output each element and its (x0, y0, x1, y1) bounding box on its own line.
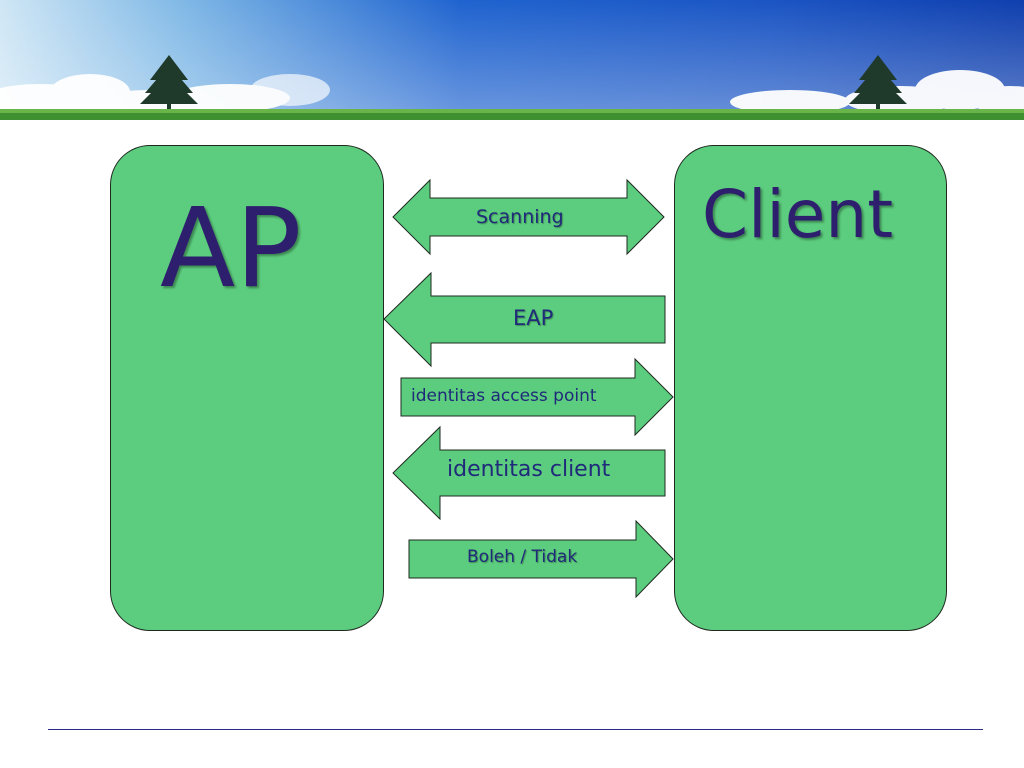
arrow-eap (383, 271, 666, 368)
client-title: Client (702, 176, 894, 253)
arrow-scanning (392, 178, 665, 256)
arrow-boleh-tidak (408, 519, 674, 599)
client-box (674, 145, 947, 631)
header-banner (0, 0, 1024, 120)
arrow-identitas-client (392, 425, 666, 521)
tree-left (140, 55, 198, 115)
arrow-label-eap: EAP (513, 306, 554, 330)
ap-box (110, 145, 384, 631)
arrow-label-identitas-access-point: identitas access point (411, 386, 597, 406)
arrow-label-identitas-client: identitas client (447, 457, 611, 482)
tree-right (849, 55, 907, 115)
sky-banner-image (0, 0, 1024, 120)
ap-title: AP (160, 184, 302, 312)
arrow-identitas-access-point (400, 357, 674, 437)
footer-divider (48, 729, 983, 730)
arrow-label-boleh-tidak: Boleh / Tidak (467, 547, 578, 567)
arrow-label-scanning: Scanning (476, 206, 564, 228)
